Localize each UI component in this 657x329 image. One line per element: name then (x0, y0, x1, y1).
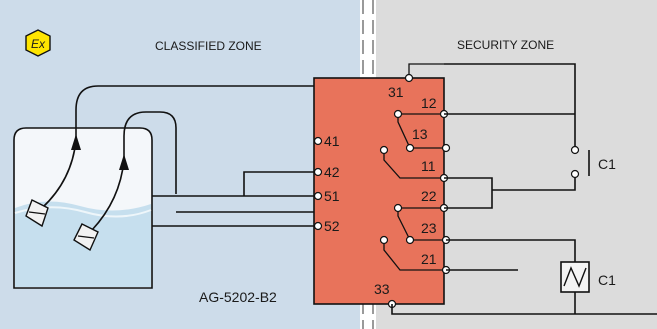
contact-node-d (379, 235, 389, 245)
terminal-21-label: 21 (421, 251, 437, 267)
terminal-11-label: 11 (421, 158, 436, 174)
terminal-42 (313, 167, 323, 177)
terminal-23-label: 23 (421, 220, 437, 236)
ex-hazard-icon: Ex (25, 29, 51, 57)
model-label: AG-5202-B2 (199, 289, 277, 305)
terminal-51 (313, 191, 323, 201)
terminal-51-label: 51 (324, 188, 340, 204)
input-wiring (152, 140, 319, 227)
terminal-41-label: 41 (324, 133, 340, 149)
contact-node-e (405, 143, 415, 153)
float-switch-1 (25, 85, 319, 228)
contact-c1-label: C1 (598, 156, 616, 172)
output-wiring (391, 63, 657, 315)
classified-zone-label: CLASSIFIED ZONE (155, 39, 262, 53)
contact-node-a (393, 109, 403, 119)
coil-c1-label: C1 (598, 272, 616, 288)
contact-node-f (405, 235, 415, 245)
relay-module (313, 77, 445, 305)
contact-node-c (393, 203, 403, 213)
internal-contacts (379, 63, 446, 271)
terminal-12-label: 12 (421, 95, 437, 111)
terminal-13-label: 13 (412, 126, 428, 142)
terminal-22-label: 22 (421, 188, 437, 204)
contact-node-b (379, 145, 389, 155)
terminal-31 (404, 73, 414, 83)
terminal-52-label: 52 (324, 218, 340, 234)
terminal-33-label: 33 (374, 281, 390, 297)
ex-badge-text: Ex (31, 37, 46, 51)
terminal-52 (313, 221, 323, 231)
terminal-31-label: 31 (388, 84, 404, 100)
terminal-13 (441, 143, 451, 153)
coil-c1: C1 (560, 261, 616, 293)
contact-c1: C1 (570, 145, 616, 179)
security-zone-label: SECURITY ZONE (457, 38, 554, 52)
terminal-41 (313, 136, 323, 146)
float-switch-2 (73, 111, 177, 252)
terminal-42-label: 42 (324, 164, 340, 180)
